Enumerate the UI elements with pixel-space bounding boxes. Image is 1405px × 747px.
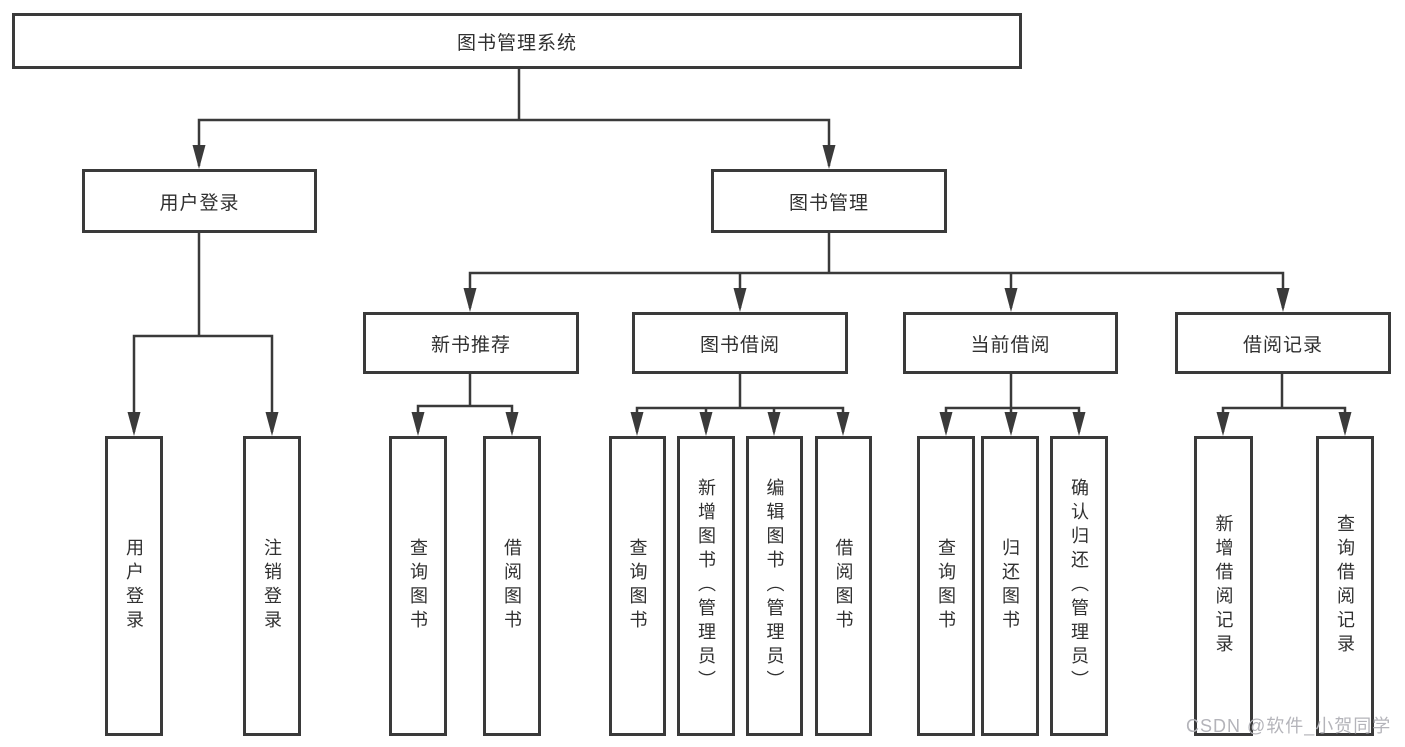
leaf-edit-books-admin: 编辑图书（管理员） (746, 436, 803, 736)
arrowhead (411, 412, 425, 436)
arrowhead (1276, 288, 1290, 312)
arrowhead (463, 288, 477, 312)
node-label: 新书推荐 (430, 334, 511, 356)
node-label: 用户登录 (159, 192, 240, 214)
arrowhead (1216, 412, 1230, 436)
node-label: 图书管理系统 (456, 32, 577, 54)
connector-bookborrow-to-leaves (635, 374, 845, 432)
arrowhead (192, 145, 206, 169)
leaf-label: 查询图书 (408, 538, 428, 634)
leaf-label: 新增图书（管理员） (696, 478, 716, 694)
arrowhead (733, 288, 747, 312)
connector-root-to-level2 (197, 67, 831, 166)
node-label: 当前借阅 (970, 334, 1051, 356)
leaf-label: 借阅图书 (502, 538, 522, 634)
leaf-label: 查询图书 (627, 538, 648, 634)
node-label: 图书借阅 (699, 334, 780, 356)
arrowhead (630, 412, 644, 436)
arrowhead (265, 412, 279, 436)
arrowhead (939, 412, 953, 436)
node-label: 借阅记录 (1242, 334, 1323, 356)
node-book-management: 图书管理 (711, 169, 947, 233)
connector-userlogin-to-leaves (132, 233, 274, 432)
arrowhead (767, 412, 781, 436)
leaf-label: 查询借阅记录 (1335, 514, 1355, 658)
leaf-add-borrow-record: 新增借阅记录 (1194, 436, 1253, 736)
leaf-query-borrow-record: 查询借阅记录 (1316, 436, 1374, 736)
arrowhead (836, 412, 850, 436)
leaf-label: 注销登录 (262, 538, 282, 634)
leaf-user-login: 用户登录 (105, 436, 163, 736)
arrowhead (505, 412, 519, 436)
leaf-borrow-books: 借阅图书 (483, 436, 541, 736)
arrowhead (699, 412, 713, 436)
node-user-login: 用户登录 (82, 169, 317, 233)
connector-newbook-to-leaves (416, 374, 514, 432)
arrowhead (127, 412, 141, 436)
connector-records-to-leaves (1221, 374, 1347, 432)
csdn-watermark: CSDN @软件_小贺同学 (1186, 716, 1392, 736)
node-library-system-root: 图书管理系统 (12, 13, 1022, 69)
node-borrow-records: 借阅记录 (1175, 312, 1391, 374)
leaf-label: 用户登录 (124, 538, 144, 634)
leaf-label: 编辑图书（管理员） (764, 478, 785, 694)
arrowhead (1004, 288, 1018, 312)
leaf-label: 新增借阅记录 (1213, 514, 1234, 658)
arrowhead (1072, 412, 1086, 436)
node-book-borrow: 图书借阅 (632, 312, 848, 374)
leaf-query-books: 查询图书 (917, 436, 975, 736)
arrowhead (1004, 412, 1018, 436)
node-current-borrow: 当前借阅 (903, 312, 1118, 374)
leaf-borrow-books: 借阅图书 (815, 436, 872, 736)
leaf-logout: 注销登录 (243, 436, 301, 736)
leaf-query-books: 查询图书 (609, 436, 666, 736)
connector-bookmgmt-to-level3 (468, 233, 1285, 308)
leaf-query-books: 查询图书 (389, 436, 447, 736)
leaf-add-books-admin: 新增图书（管理员） (677, 436, 735, 736)
arrowhead (822, 145, 836, 169)
leaf-label: 查询图书 (936, 538, 956, 634)
node-label: 图书管理 (788, 192, 869, 214)
arrowhead (1338, 412, 1352, 436)
leaf-return-books: 归还图书 (981, 436, 1039, 736)
leaf-label: 借阅图书 (833, 538, 854, 634)
node-new-book-recommend: 新书推荐 (363, 312, 579, 374)
leaf-label: 确认归还（管理员） (1069, 478, 1089, 694)
leaf-label: 归还图书 (1000, 538, 1020, 634)
leaf-confirm-return-admin: 确认归还（管理员） (1050, 436, 1108, 736)
